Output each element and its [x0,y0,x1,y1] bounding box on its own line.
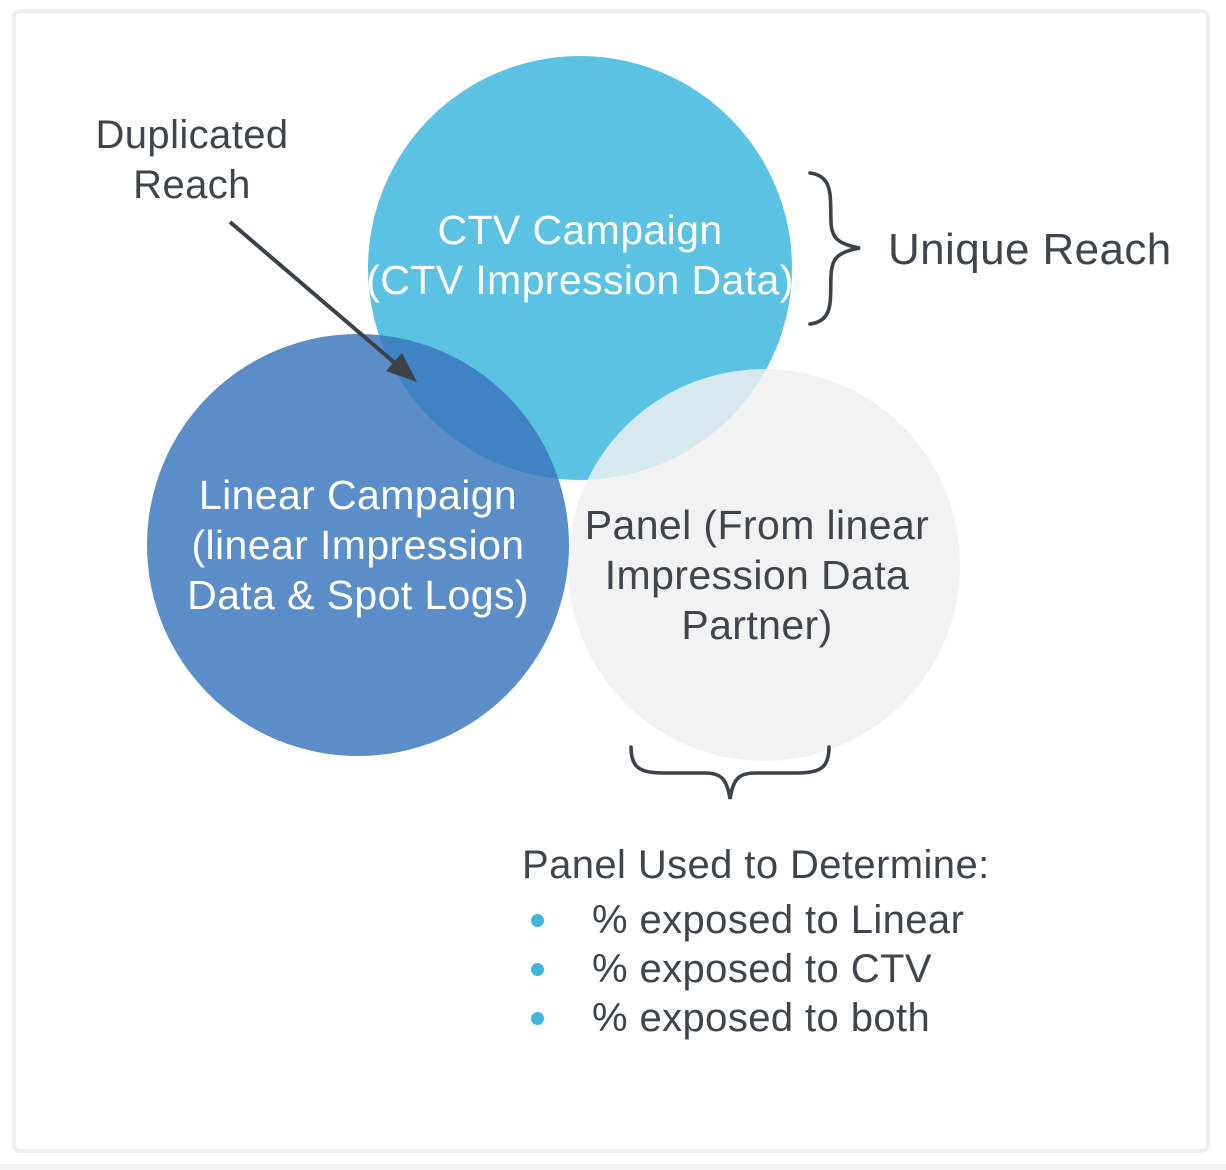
bullet-dot-icon [531,962,544,976]
unique-reach-brace-icon [808,171,861,326]
linear-circle-label: Linear Campaign (linear Impression Data … [187,470,529,620]
list-item: % exposed to CTV [522,947,1042,991]
venn-circle-linear [147,334,569,756]
ctv-circle-label: CTV Campaign (CTV Impression Data) [366,205,794,305]
bullet-dot-icon [531,1011,544,1025]
panel-notes-heading: Panel Used to Determine: [522,843,990,887]
linear-label-line: Data & Spot Logs) [187,572,529,618]
duplicated-reach-arrow-icon [228,220,417,382]
duplicated-reach-label: Duplicated Reach [95,110,288,210]
panel-label-line: Impression Data [604,552,910,598]
bullet-label: % exposed to CTV [592,947,932,991]
linear-label-line: (linear Impression [191,522,525,568]
bullet-label: % exposed to Linear [592,898,965,942]
list-item: % exposed to Linear [522,898,1042,942]
unique-reach-label: Unique Reach [888,225,1172,274]
panel-notes: Panel Used to Determine: % exposed to Li… [522,840,1042,1040]
linear-label-line: Linear Campaign [198,472,518,518]
bullet-dot-icon [531,913,544,927]
panel-label-line: Panel (From linear [584,502,930,548]
bullet-label: % exposed to both [592,996,931,1040]
bottom-strip [0,1164,1226,1170]
list-item: % exposed to both [522,996,1042,1040]
duplicated-reach-line: Duplicated [95,113,289,157]
venn-circle-panel [568,369,960,761]
panel-circle-label: Panel (From linear Impression Data Partn… [585,500,929,650]
ctv-label-line: CTV Campaign [437,207,723,253]
duplicated-reach-line: Reach [133,163,251,207]
panel-label-line: Partner) [681,602,833,648]
panel-underbrace-icon [629,745,831,800]
ctv-label-line: (CTV Impression Data) [366,257,794,303]
